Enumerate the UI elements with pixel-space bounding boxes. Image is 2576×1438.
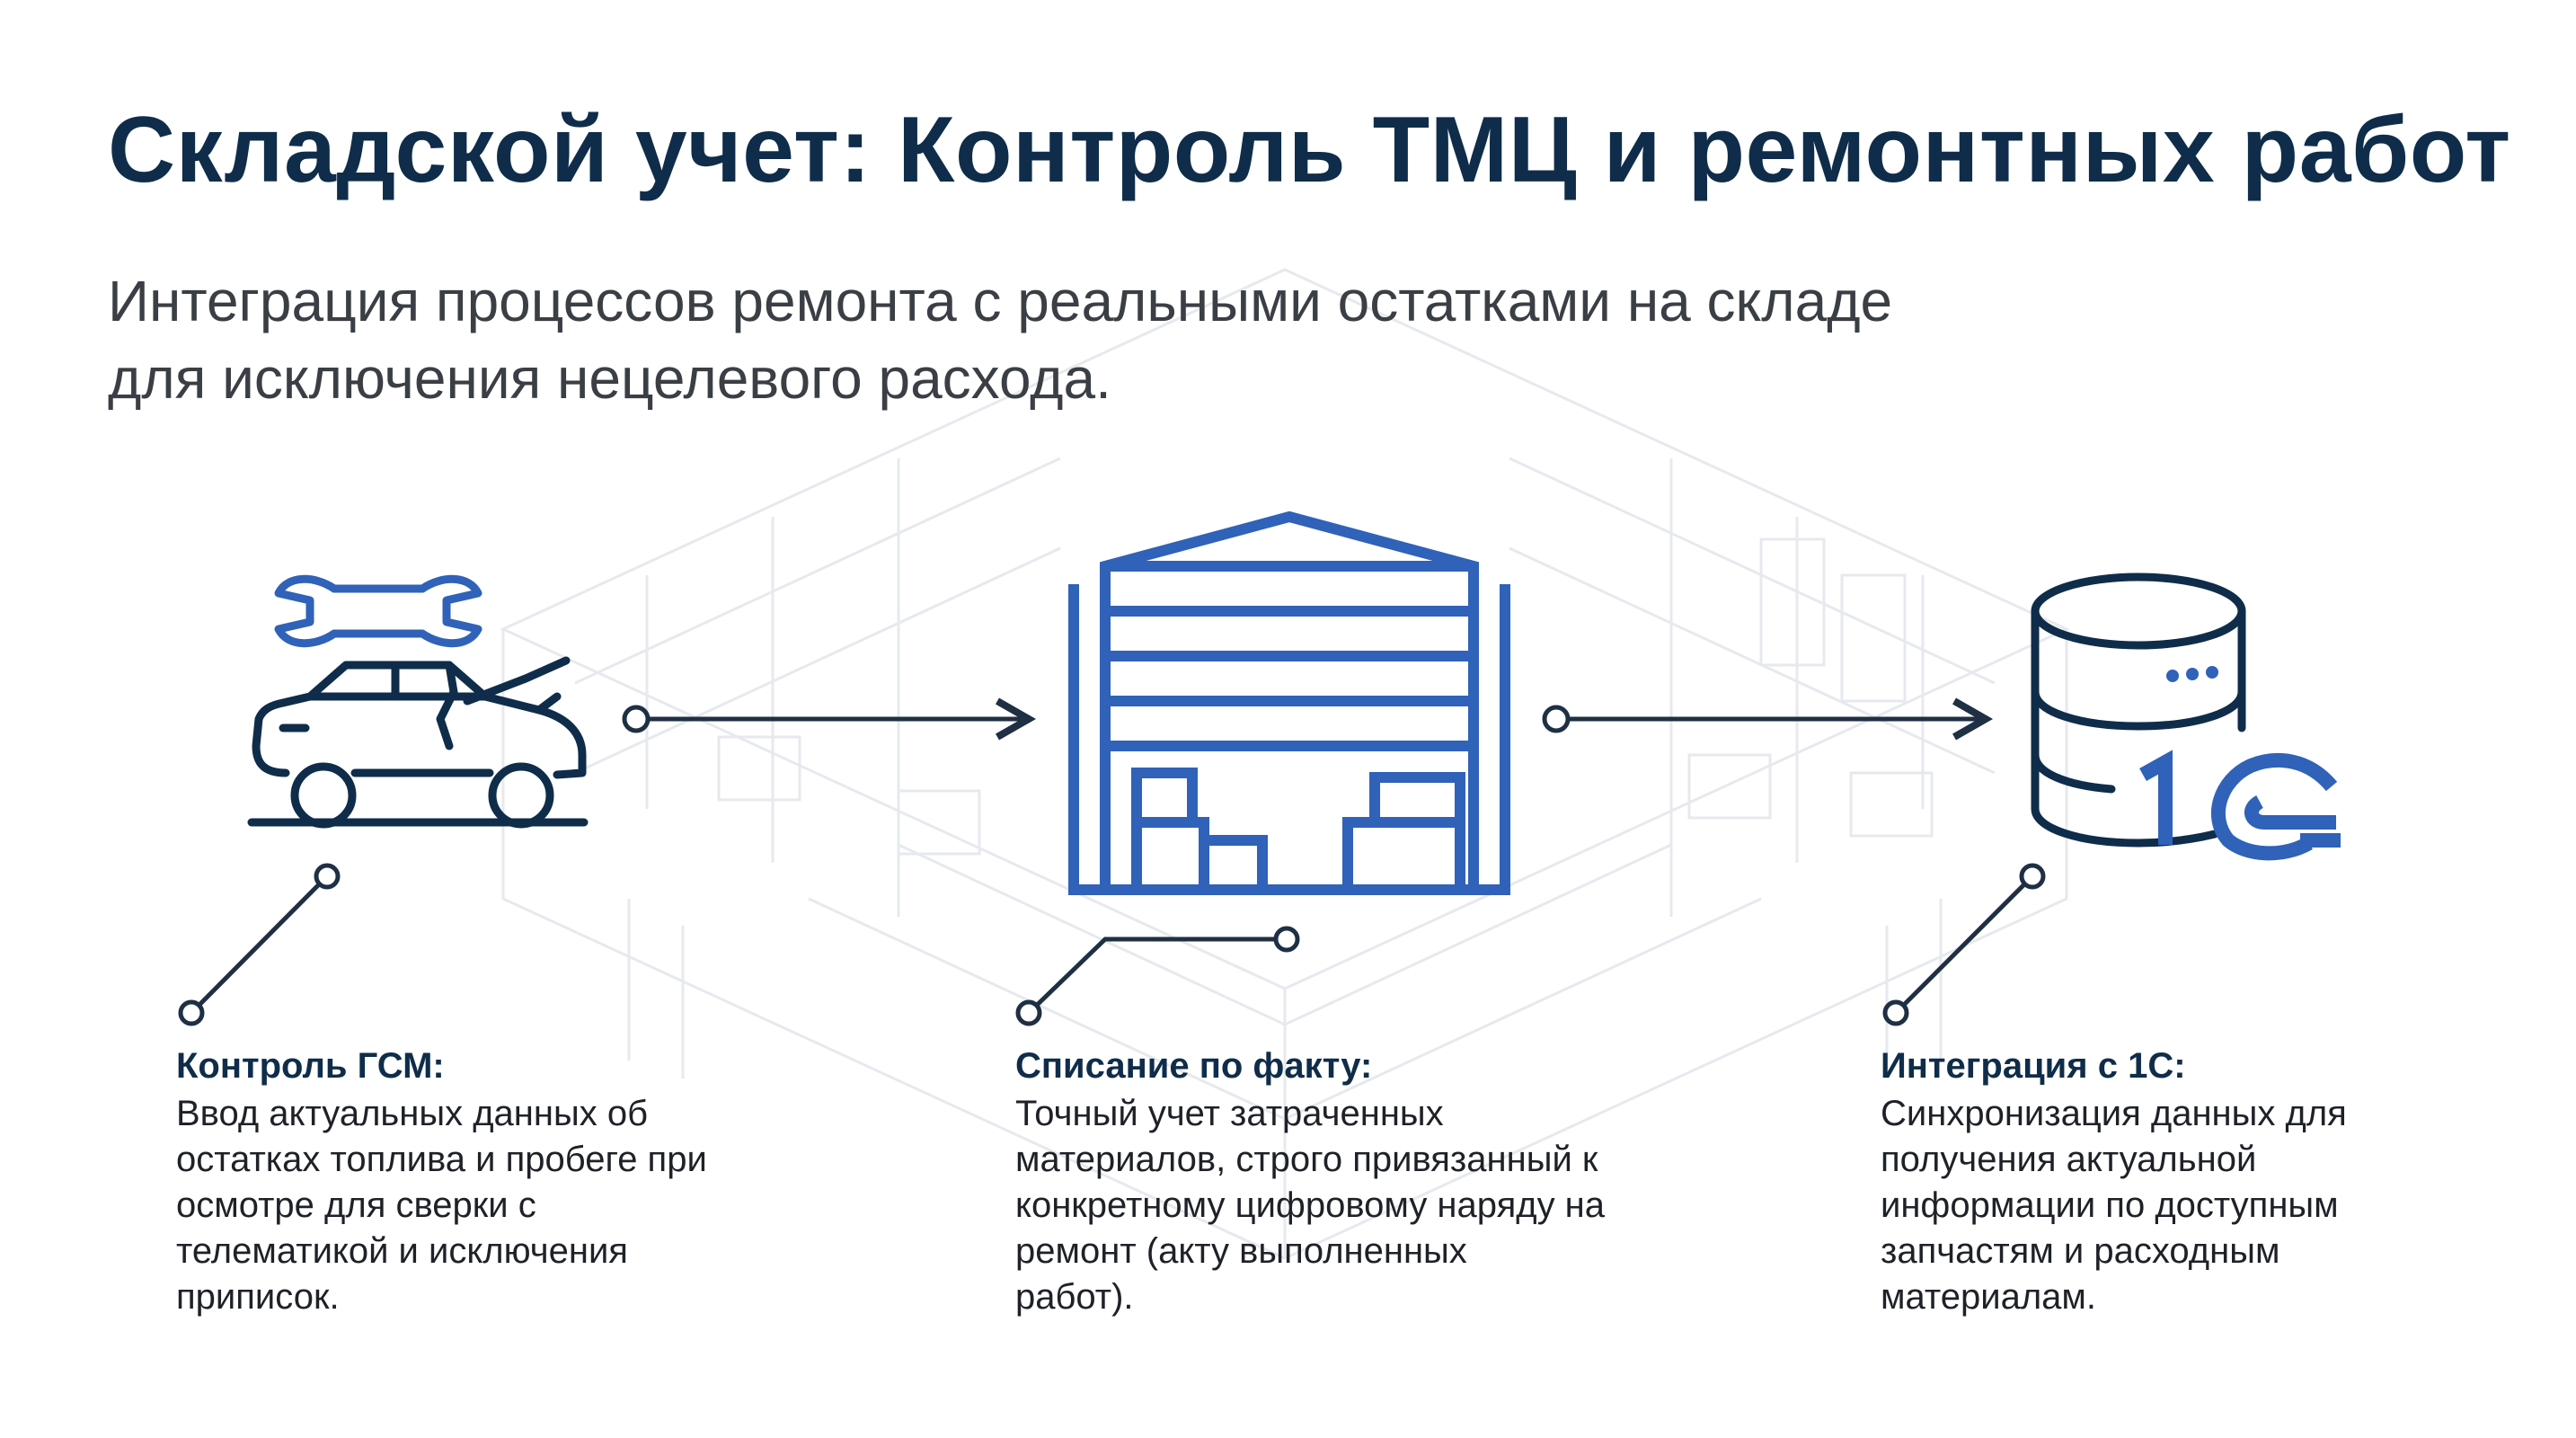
arrow-car-to-warehouse	[622, 697, 1037, 741]
card-line: Точный учет затраченных	[1015, 1094, 1444, 1133]
card-line: остатках топлива и пробеге при	[176, 1140, 707, 1179]
subtitle-line-2: для исключения нецелевого расхода.	[108, 346, 1111, 411]
callout-connector-fuel	[178, 863, 341, 1026]
card-writeoff: Списание по факту: Точный учет затраченн…	[1015, 1043, 1662, 1320]
card-line: Синхронизация данных для	[1881, 1094, 2347, 1133]
card-line: приписок.	[176, 1277, 340, 1317]
card-line: информации по доступным	[1881, 1185, 2339, 1225]
card-heading: Списание по факту:	[1015, 1046, 1373, 1086]
card-line: материалам.	[1881, 1277, 2097, 1317]
1c-logo-text: 1С	[0, 0, 2, 1]
card-1c-integration: Интеграция с 1С: Синхронизация данных дл…	[1881, 1043, 2527, 1320]
card-line: Ввод актуальных данных об	[176, 1094, 648, 1133]
card-line: телематикой и исключения	[176, 1231, 628, 1271]
page-subtitle: Интеграция процессов ремонта с реальными…	[108, 262, 2264, 417]
card-line: запчастям и расходным	[1881, 1231, 2280, 1271]
database-status-dots	[2166, 666, 2218, 682]
card-line: получения актуальной	[1881, 1140, 2257, 1179]
subtitle-line-1: Интеграция процессов ремонта с реальными…	[108, 269, 1893, 333]
card-text: Точный учет затраченных материалов, стро…	[1015, 1091, 1662, 1320]
arrow-warehouse-to-database	[1542, 697, 1994, 741]
card-text: Синхронизация данных для получения актуа…	[1881, 1091, 2527, 1320]
card-line: конкретному цифровому наряду на	[1015, 1185, 1606, 1225]
database-icon	[2031, 573, 2246, 848]
callout-connector-writeoff	[1015, 926, 1300, 1026]
card-fuel-control: Контроль ГСМ: Ввод актуальных данных об …	[176, 1043, 823, 1320]
callout-connector-integration	[1882, 863, 2046, 1026]
card-heading: Интеграция с 1С:	[1881, 1046, 2186, 1086]
card-text: Ввод актуальных данных об остатках топли…	[176, 1091, 823, 1320]
card-line: материалов, строго привязанный к	[1015, 1140, 1598, 1179]
card-line: ремонт (акту выполненных	[1015, 1231, 1467, 1271]
page-title: Складской учет: Контроль ТМЦ и ремонтных…	[108, 98, 2511, 202]
wrench-icon	[274, 574, 482, 648]
card-heading: Контроль ГСМ:	[176, 1046, 445, 1086]
1c-logo	[2139, 750, 2341, 861]
car-hood-open-icon	[247, 656, 589, 829]
card-line: работ).	[1015, 1277, 1134, 1317]
warehouse-icon	[1068, 510, 1510, 895]
card-line: осмотре для сверки с	[176, 1185, 536, 1225]
